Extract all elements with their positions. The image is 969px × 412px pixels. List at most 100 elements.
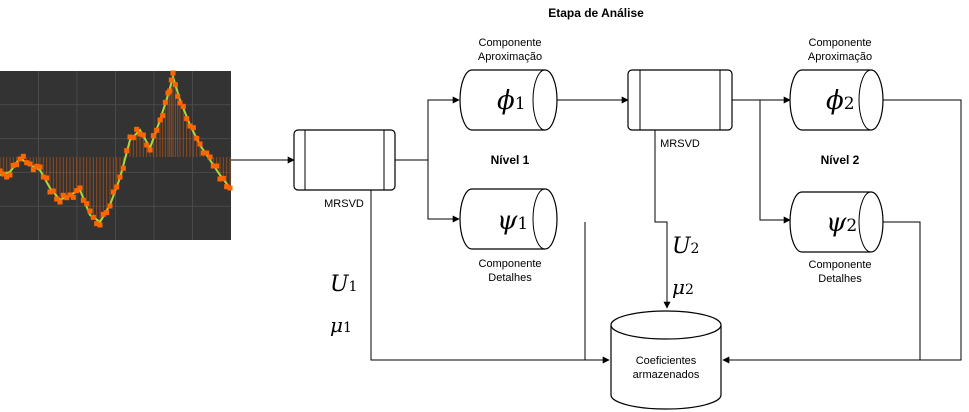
signal-point bbox=[27, 161, 33, 167]
signal-point bbox=[34, 163, 40, 169]
signal-point bbox=[134, 126, 140, 132]
signal-point bbox=[117, 174, 123, 180]
signal-point bbox=[210, 163, 216, 169]
plot-grid bbox=[0, 71, 231, 240]
signal-point bbox=[168, 77, 174, 83]
edge-mrsvd1-to-phi1 bbox=[395, 96, 460, 161]
signal-point bbox=[70, 194, 76, 200]
approx2-label-line2: Aproximação bbox=[808, 51, 872, 63]
signal-point bbox=[172, 82, 178, 88]
signal-point bbox=[57, 199, 63, 205]
input-signal-plot bbox=[0, 70, 233, 240]
signal-point bbox=[94, 221, 100, 227]
signal-point bbox=[200, 150, 206, 156]
signal-point bbox=[100, 211, 106, 217]
signal-point bbox=[127, 134, 133, 140]
edge-mrsvd1-to-store bbox=[370, 190, 610, 364]
approx1-label-line2: Aproximação bbox=[478, 51, 542, 63]
approx2-label-line1: Componente bbox=[809, 37, 872, 49]
coefficients-database bbox=[610, 310, 722, 410]
signal-point bbox=[54, 196, 60, 202]
psi1-storage bbox=[459, 188, 558, 250]
signal-point bbox=[167, 88, 173, 94]
signal-point bbox=[7, 172, 13, 178]
signal-point bbox=[137, 131, 143, 137]
signal-point bbox=[97, 222, 103, 228]
signal-point bbox=[110, 189, 116, 195]
signal-point bbox=[217, 176, 223, 182]
signal-point bbox=[207, 154, 213, 160]
signal-point bbox=[187, 123, 193, 129]
edges bbox=[231, 96, 962, 364]
edge-mrsvd2-to-store bbox=[654, 130, 671, 309]
signal-point bbox=[130, 135, 136, 141]
phi1-storage bbox=[459, 69, 558, 131]
detail2-label-line2: Detalhes bbox=[818, 273, 862, 285]
signal-point bbox=[177, 100, 183, 106]
signal-point bbox=[144, 142, 150, 148]
phi2-storage bbox=[789, 69, 884, 131]
signal-point bbox=[180, 103, 186, 109]
signal-point bbox=[47, 189, 53, 195]
signal-point bbox=[104, 210, 110, 216]
signal-point bbox=[175, 93, 181, 99]
signal-point bbox=[17, 156, 23, 162]
signal-point bbox=[120, 165, 126, 171]
signal-point bbox=[184, 116, 190, 122]
signal-point bbox=[220, 175, 226, 181]
psi2-storage bbox=[789, 191, 884, 253]
signal-point bbox=[154, 127, 160, 133]
edge-psi2-to-store bbox=[883, 221, 921, 360]
level-1-label: Nível 1 bbox=[491, 153, 530, 167]
signal-point bbox=[30, 167, 36, 173]
signal-point bbox=[60, 192, 66, 198]
phi1-symbol: ϕ1 bbox=[497, 86, 526, 116]
signal-point bbox=[194, 135, 200, 141]
signal-point bbox=[147, 147, 153, 153]
signal-points bbox=[0, 70, 233, 228]
signal-point bbox=[0, 168, 3, 174]
signal-point bbox=[150, 133, 156, 139]
signal-point bbox=[87, 208, 93, 214]
signal-point bbox=[170, 70, 176, 76]
signal-point bbox=[224, 184, 230, 190]
signal-point bbox=[24, 160, 30, 166]
mu2-symbol: μ2 bbox=[672, 275, 694, 299]
edge-mrsvd2-to-psi2 bbox=[759, 100, 791, 224]
detail1-label-line1: Componente bbox=[479, 258, 542, 270]
store-label-line1: Coeficientes bbox=[636, 355, 697, 367]
mrsvd-2-label: MRSVD bbox=[660, 138, 700, 150]
signal-point bbox=[80, 197, 86, 203]
signal-point bbox=[40, 174, 46, 180]
signal-point bbox=[90, 214, 96, 220]
signal-point bbox=[74, 188, 80, 194]
signal-point bbox=[162, 99, 168, 105]
signal-point bbox=[214, 163, 220, 169]
psi1-symbol: ψ1 bbox=[497, 206, 528, 236]
signal-point bbox=[20, 153, 26, 159]
signal-point bbox=[160, 113, 166, 119]
u2-symbol: U2 bbox=[672, 234, 699, 259]
diagram-title: Etapa de Análise bbox=[548, 6, 644, 20]
level-2-label: Nível 2 bbox=[821, 153, 860, 167]
signal-point bbox=[77, 185, 83, 191]
signal-point bbox=[140, 132, 146, 138]
signal-point bbox=[37, 164, 43, 170]
psi2-symbol: ψ2 bbox=[826, 208, 857, 238]
signal-point bbox=[190, 125, 196, 131]
signal-point bbox=[84, 201, 90, 207]
store-label-line2: armazenados bbox=[633, 369, 700, 381]
signal-point bbox=[44, 175, 50, 181]
approx1-label-line1: Componente bbox=[479, 37, 542, 49]
mrsvd-1-label: MRSVD bbox=[324, 198, 364, 210]
signal-point bbox=[197, 141, 203, 147]
signal-point bbox=[157, 117, 163, 123]
edge-mrsvd1-to-psi1 bbox=[427, 160, 460, 223]
detail1-label-line2: Detalhes bbox=[488, 272, 532, 284]
signal-point bbox=[64, 195, 70, 201]
mu1-symbol: μ1 bbox=[330, 313, 352, 337]
signal-point bbox=[67, 192, 73, 198]
signal-point bbox=[204, 150, 210, 156]
u1-symbol: U1 bbox=[330, 272, 357, 297]
